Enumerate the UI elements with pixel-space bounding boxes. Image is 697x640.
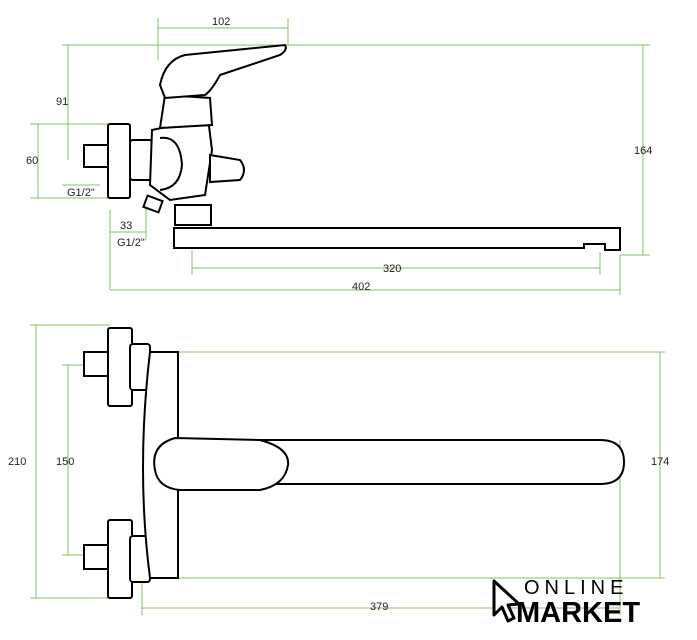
dim-402: 402 <box>352 281 370 293</box>
thread-label-2: G1/2" <box>117 237 145 249</box>
dim-210: 210 <box>8 456 26 468</box>
online-market-logo: ONLINE MARKET <box>488 575 688 630</box>
dim-102: 102 <box>212 16 230 28</box>
dim-320: 320 <box>383 263 401 275</box>
dim-174: 174 <box>651 456 669 468</box>
dim-33: 33 <box>120 220 132 232</box>
bottom-dimension-lines <box>30 324 665 615</box>
dim-150: 150 <box>56 456 74 468</box>
top-view: 102 91 60 164 33 320 402 G1/2" G1/2" <box>26 16 652 295</box>
thread-label-1: G1/2" <box>67 187 95 199</box>
dim-164: 164 <box>634 145 652 157</box>
dim-91: 91 <box>56 96 68 108</box>
bottom-faucet-outline <box>83 327 626 599</box>
dim-379: 379 <box>370 601 388 613</box>
top-faucet-outline <box>83 43 621 251</box>
bottom-view: 210 150 174 379 <box>8 324 669 615</box>
dim-60: 60 <box>26 155 38 167</box>
logo-text-market: MARKET <box>516 597 641 629</box>
cursor-arrow-icon <box>492 579 521 623</box>
logo-text-online: ONLINE <box>524 577 629 599</box>
